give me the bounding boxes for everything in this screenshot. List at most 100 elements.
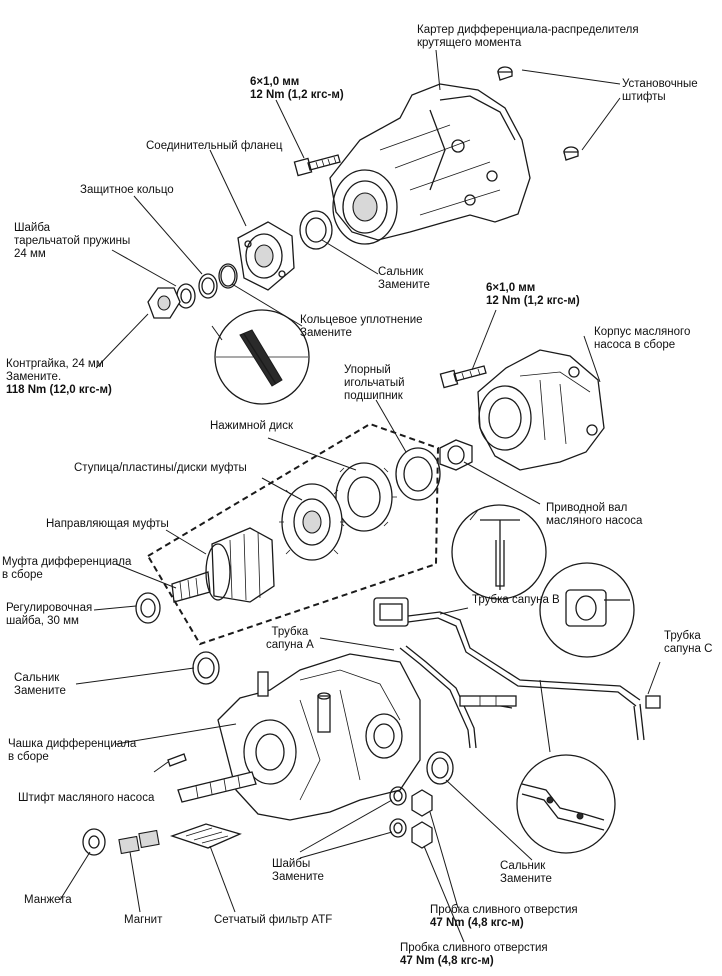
label-text: в сборе bbox=[2, 569, 43, 581]
label-clutch-guide: Направляющая муфты bbox=[46, 518, 169, 531]
cuff-part bbox=[82, 828, 106, 856]
label-diff-clutch: Муфта дифференциала в сборе bbox=[2, 556, 131, 582]
adjusting-shim bbox=[135, 592, 161, 624]
label-text: Ступица/пластины/диски муфты bbox=[74, 462, 247, 474]
drain-washers bbox=[389, 786, 407, 838]
detail-circle-washer bbox=[214, 309, 310, 405]
label-hub-plates: Ступица/пластины/диски муфты bbox=[74, 462, 247, 475]
label-text: Замените bbox=[500, 873, 552, 885]
label-text: Шайбы bbox=[272, 858, 311, 870]
label-text: Сальник bbox=[500, 860, 546, 872]
label-drain-washers: Шайбы Замените bbox=[272, 858, 324, 884]
label-text: Замените bbox=[378, 279, 430, 291]
label-text: подшипник bbox=[344, 390, 403, 402]
label-text: игольчатый bbox=[344, 377, 405, 389]
label-transfer-case: Картер дифференциала-распределителя крут… bbox=[417, 24, 639, 50]
label-text: Магнит bbox=[124, 914, 163, 926]
label-drain-plug-1: Пробка сливного отверстия 47 Nm (4,8 кгс… bbox=[430, 904, 578, 930]
label-flange: Соединительный фланец bbox=[146, 140, 283, 153]
label-text: масляного насоса bbox=[546, 515, 643, 527]
pump-drive-shaft bbox=[439, 439, 473, 471]
companion-flange bbox=[237, 221, 295, 291]
clutch-hub bbox=[279, 483, 345, 561]
label-thrust-bearing: Упорный игольчатый подшипник bbox=[344, 364, 405, 403]
magnet-part bbox=[118, 829, 160, 855]
label-text: Кольцевое уплотнение bbox=[300, 314, 423, 326]
label-text: Муфта дифференциала bbox=[2, 556, 132, 568]
label-text: Чашка дифференциала bbox=[8, 738, 137, 750]
label-text: Трубка bbox=[664, 630, 701, 642]
label-text: Замените. bbox=[6, 371, 62, 383]
label-text: 47 Nm (4,8 кгс-м) bbox=[400, 955, 494, 967]
label-text: шайба, 30 мм bbox=[6, 615, 79, 627]
label-text: 118 Nm (12,0 кгс-м) bbox=[6, 384, 112, 396]
leader-lines bbox=[59, 49, 661, 943]
label-text: 47 Nm (4,8 кгс-м) bbox=[430, 917, 524, 929]
detail-circle-hose bbox=[516, 754, 616, 854]
label-text: Направляющая муфты bbox=[46, 518, 169, 530]
oil-seal-left bbox=[192, 651, 220, 685]
label-protect-ring: Защитное кольцо bbox=[80, 184, 174, 197]
dowel-pins bbox=[497, 66, 579, 161]
atf-filter-part bbox=[169, 823, 242, 849]
label-text: тарельчатой пружины bbox=[14, 235, 131, 247]
label-text: Пробка сливного отверстия bbox=[430, 904, 578, 916]
label-text: Пробка сливного отверстия bbox=[400, 942, 548, 954]
label-text: Замените bbox=[14, 685, 66, 697]
label-seal-1: Сальник Замените bbox=[378, 266, 430, 292]
housing-bolt bbox=[293, 154, 341, 177]
label-adjusting-shim: Регулировочная шайба, 30 мм bbox=[6, 602, 92, 628]
label-pump-pin: Штифт масляного насоса bbox=[18, 792, 154, 805]
label-text: Трубка bbox=[271, 626, 309, 638]
label-seal-2: Сальник Замените bbox=[14, 672, 66, 698]
label-text: Штифт масляного насоса bbox=[18, 792, 155, 804]
dowel-pin bbox=[563, 146, 579, 161]
detail-circle-shaft bbox=[451, 504, 547, 600]
label-text: Картер дифференциала-распределителя bbox=[417, 24, 639, 36]
label-text: сапуна C bbox=[664, 643, 713, 655]
label-pressure-disc: Нажимной диск bbox=[210, 420, 293, 433]
pump-body-bolt bbox=[439, 365, 487, 389]
detail-circle-clip bbox=[539, 562, 635, 658]
label-text: Сальник bbox=[378, 266, 424, 278]
label-bolt-mid: 6×1,0 мм 12 Nm (1,2 кгс-м) bbox=[486, 282, 580, 308]
label-text: Установочные bbox=[622, 78, 698, 90]
label-pump-body: Корпус масляного насоса в сборе bbox=[594, 326, 690, 352]
label-text: Соединительный фланец bbox=[146, 140, 283, 152]
label-text: Сетчатый фильтр ATF bbox=[214, 914, 333, 926]
label-text: 6×1,0 мм bbox=[486, 282, 536, 294]
dowel-pin bbox=[497, 66, 513, 81]
label-text: Сальник bbox=[14, 672, 60, 684]
drain-plugs bbox=[411, 789, 433, 849]
label-text: Трубка сапуна B bbox=[472, 594, 560, 606]
label-spring-washer: Шайба тарельчатой пружины 24 мм bbox=[14, 222, 130, 261]
pressure-disc bbox=[331, 462, 397, 532]
oil-seal-right bbox=[426, 751, 454, 785]
label-breather-c: Трубка сапуна C bbox=[664, 630, 712, 656]
label-text: сапуна A bbox=[266, 639, 314, 651]
label-pump-drive-shaft: Приводной вал масляного насоса bbox=[546, 502, 642, 528]
label-dowel-pins: Установочные штифты bbox=[622, 78, 698, 104]
label-breather-b: Трубка сапуна B bbox=[472, 594, 560, 607]
label-cuff: Манжета bbox=[24, 894, 72, 907]
label-bolt-top: 6×1,0 мм 12 Nm (1,2 кгс-м) bbox=[250, 76, 344, 102]
label-text: штифты bbox=[622, 91, 666, 103]
label-text: крутящего момента bbox=[417, 37, 522, 49]
label-text: 24 мм bbox=[14, 248, 46, 260]
label-text: Шайба bbox=[14, 222, 51, 234]
label-atf-filter: Сетчатый фильтр ATF bbox=[214, 914, 332, 927]
label-text: в сборе bbox=[8, 751, 49, 763]
label-text: Защитное кольцо bbox=[80, 184, 174, 196]
label-text: 12 Nm (1,2 кгс-м) bbox=[250, 89, 344, 101]
label-text: Манжета bbox=[24, 894, 72, 906]
label-seal-3: Сальник Замените bbox=[500, 860, 552, 886]
differential-case bbox=[177, 653, 421, 821]
label-locknut: Контргайка, 24 мм Замените. 118 Nm (12,0… bbox=[6, 358, 112, 397]
label-text: Нажимной диск bbox=[210, 420, 294, 432]
label-diff-cup: Чашка дифференциала в сборе bbox=[8, 738, 136, 764]
oil-pump-body bbox=[477, 349, 605, 471]
label-text: насоса в сборе bbox=[594, 339, 676, 351]
label-o-ring: Кольцевое уплотнение Замените bbox=[300, 314, 423, 340]
label-text: Упорный bbox=[344, 364, 391, 376]
